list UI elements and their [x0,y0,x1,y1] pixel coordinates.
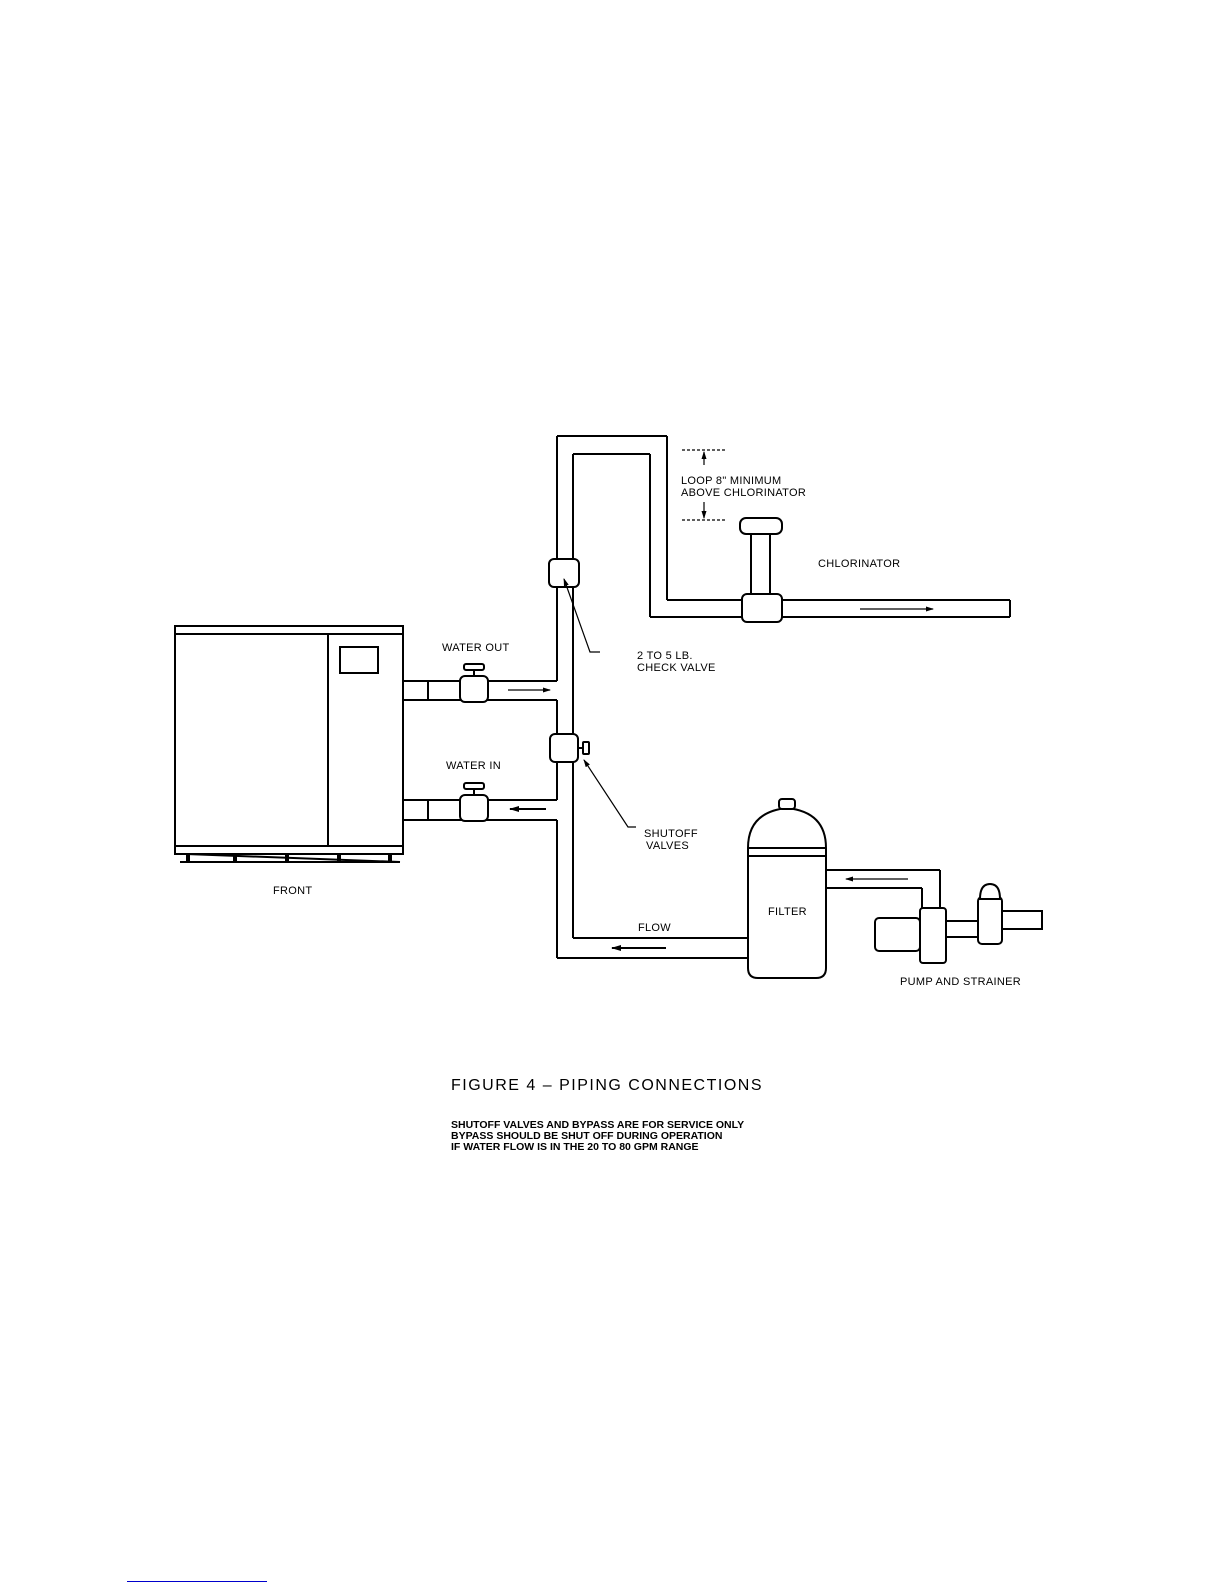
loop-pipe [556,435,1011,681]
label-check-valve-line1: 2 TO 5 LB. [637,650,693,662]
filter [747,798,827,979]
label-loop-line1: LOOP 8" MINIMUM [681,475,782,487]
label-water-in: WATER IN [446,760,501,772]
loop-dimension [682,449,725,521]
label-loop-line2: ABOVE CHLORINATOR [681,487,806,499]
pump-and-strainer [874,882,1043,964]
heater-unit [174,625,404,863]
label-shutoff-line1: SHUTOFF [644,828,698,840]
label-filter: FILTER [768,906,807,918]
water-out-pipe [403,663,557,703]
control-panel [339,646,379,674]
bypass-pipe [556,681,574,958]
caption-notes: SHUTOFF VALVES AND BYPASS ARE FOR SERVIC… [451,1120,744,1153]
footnote-rule [127,1581,267,1582]
label-chlorinator: CHLORINATOR [818,558,900,570]
label-check-valve-line2: CHECK VALVE [637,662,716,674]
caption-note: BYPASS SHOULD BE SHUT OFF DURING OPERATI… [451,1130,723,1142]
pump-to-filter-pipe [826,869,941,910]
caption-note: SHUTOFF VALVES AND BYPASS ARE FOR SERVIC… [451,1119,745,1131]
check-valve [548,558,580,588]
label-flow: FLOW [638,922,671,934]
water-in-pipe [403,782,557,822]
label-shutoff-line2: VALVES [646,840,689,852]
chlorinator [739,517,783,623]
label-pump-strainer: PUMP AND STRAINER [900,976,1021,988]
shutoff-leader [583,759,636,828]
filter-return-pipe [557,937,748,959]
label-water-out: WATER OUT [442,642,509,654]
caption-note: IF WATER FLOW IS IN THE 20 TO 80 GPM RAN… [451,1141,699,1153]
figure-caption: FIGURE 4 – PIPING CONNECTIONS [451,1077,763,1094]
bypass-shutoff-valve [549,733,590,763]
check-valve-leader [563,578,600,653]
label-front: FRONT [273,885,312,897]
